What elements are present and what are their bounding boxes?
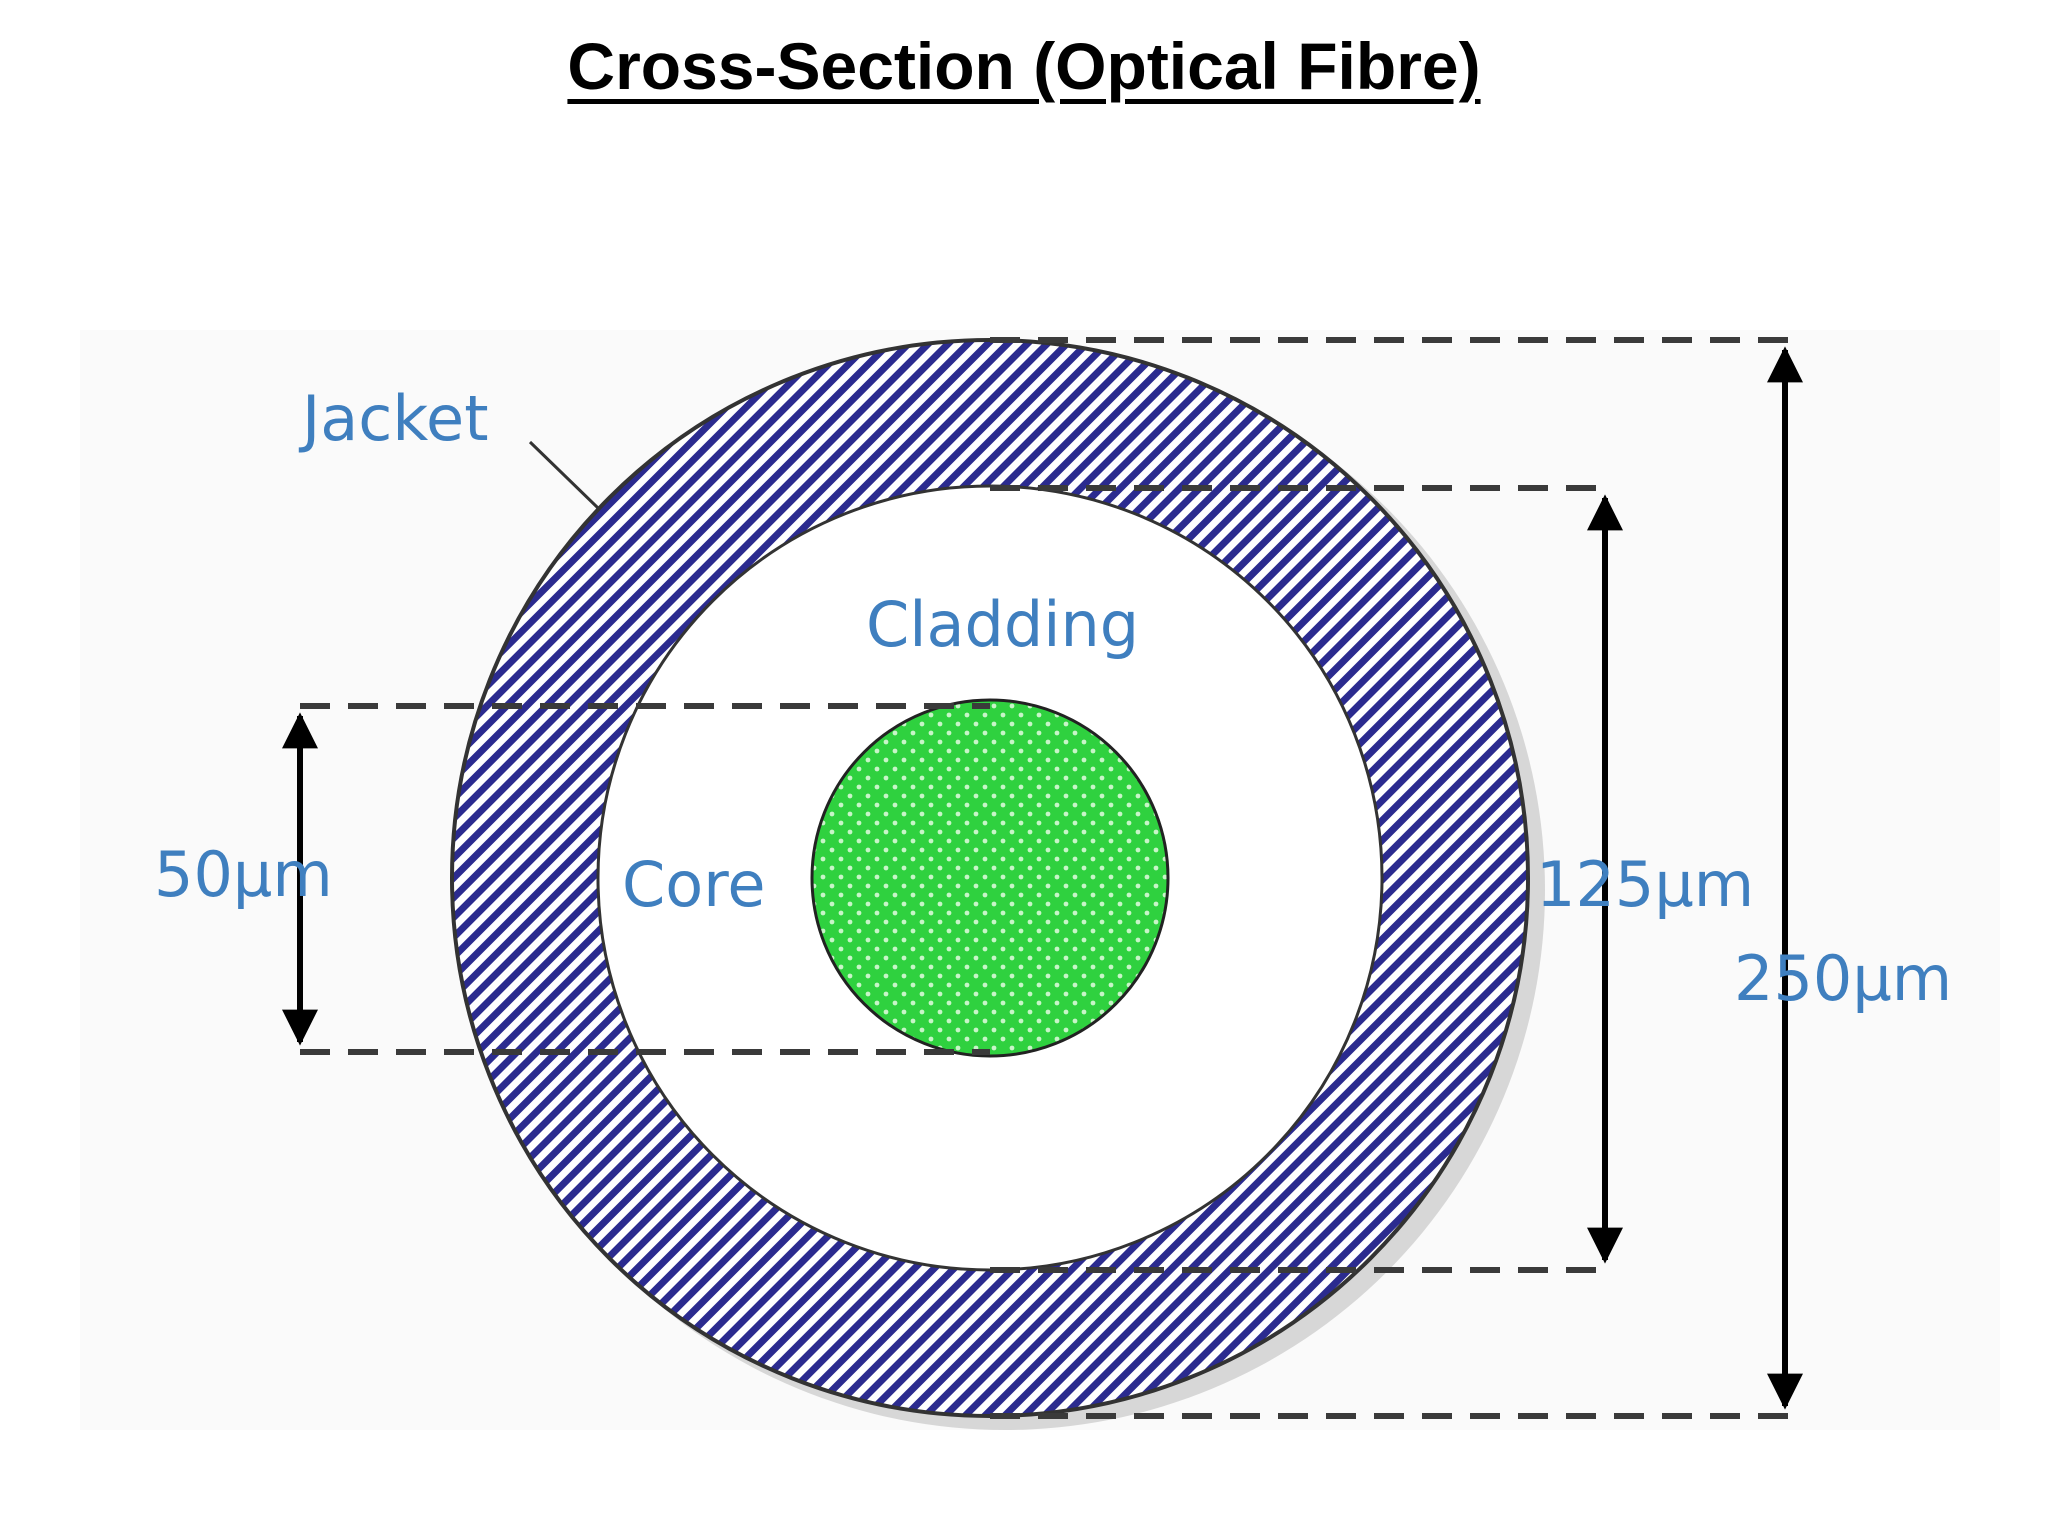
core-label: Core: [622, 848, 766, 921]
jacket-label: Jacket: [298, 382, 489, 455]
dimension-guides: [300, 337, 1790, 1419]
page-title: Cross-Section (Optical Fibre): [567, 29, 1481, 103]
cladding-label: Cladding: [866, 588, 1139, 661]
core-area: [810, 698, 1170, 1058]
core-diameter-label: 50µm: [154, 838, 333, 911]
jacket-leader-line: [528, 440, 600, 510]
cladding-diameter-label: 125µm: [1536, 848, 1754, 921]
jacket-diameter-label: 250µm: [1734, 942, 1952, 1015]
